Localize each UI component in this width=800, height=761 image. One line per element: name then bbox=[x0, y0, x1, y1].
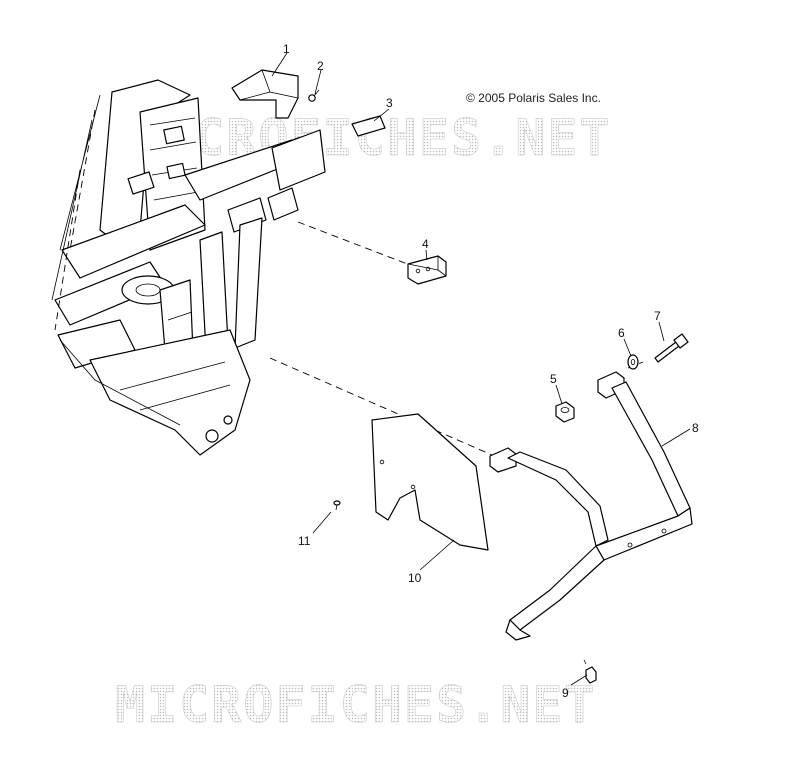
part-5-nut bbox=[555, 401, 575, 423]
callout-1: 1 bbox=[283, 42, 290, 56]
callout-11: 11 bbox=[298, 534, 311, 548]
part-7-bolt bbox=[654, 333, 689, 363]
part-11-rivet bbox=[333, 500, 341, 511]
alignment-line-upper bbox=[297, 221, 411, 266]
part-6-washer bbox=[627, 354, 639, 370]
callout-7: 7 bbox=[654, 309, 661, 323]
alignment-line-lower bbox=[269, 357, 493, 456]
frame-assembly bbox=[51, 79, 326, 456]
copyright-text: © 2005 Polaris Sales Inc. bbox=[466, 91, 601, 105]
watermark-bottom: MICROFICHES.NET bbox=[115, 676, 597, 734]
callout-3: 3 bbox=[386, 96, 393, 110]
callout-4: 4 bbox=[422, 237, 429, 251]
part-10-panel bbox=[371, 413, 489, 551]
callout-9: 9 bbox=[562, 686, 569, 700]
part-3-decal bbox=[351, 115, 386, 137]
part-1-cover-plate bbox=[231, 69, 299, 119]
callout-6: 6 bbox=[618, 326, 625, 340]
callout-10: 10 bbox=[408, 571, 422, 585]
part-8-bumper bbox=[489, 371, 693, 641]
leader-lines bbox=[271, 52, 691, 686]
part-2-screw bbox=[308, 89, 320, 102]
callout-8: 8 bbox=[692, 421, 699, 435]
callout-2: 2 bbox=[317, 59, 324, 73]
part-9-bolt bbox=[583, 659, 597, 684]
watermark-top: MICROFICHES.NET bbox=[130, 109, 612, 167]
part-4-bushing bbox=[407, 255, 447, 285]
callout-5: 5 bbox=[550, 372, 557, 386]
